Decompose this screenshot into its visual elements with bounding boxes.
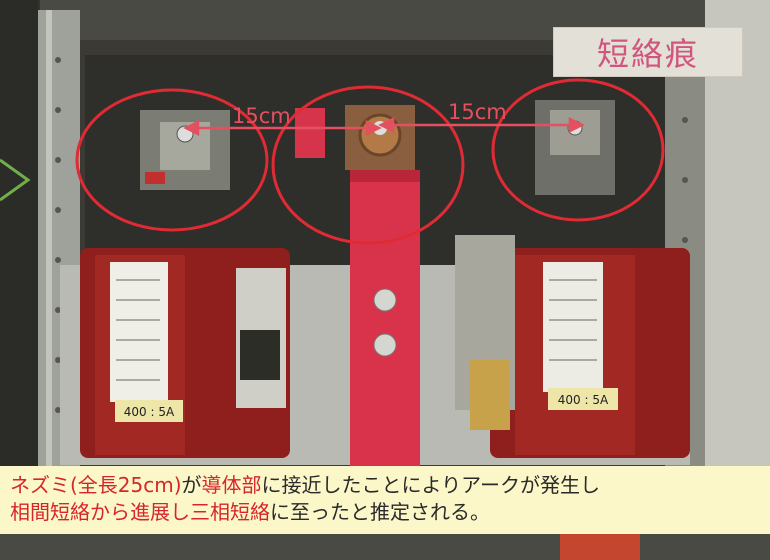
terminal-right: [535, 100, 615, 195]
caption-text: が: [181, 473, 202, 497]
caption-rat-length: ネズミ(全長25cm): [10, 473, 182, 497]
terminal-left: [140, 110, 230, 190]
current-transformer-left: 400 : 5A: [80, 248, 290, 458]
dimension-label-right: 15cm: [448, 100, 507, 124]
dimension-label-left: 15cm: [232, 104, 291, 128]
short-circuit-mark-right: [491, 78, 665, 222]
short-circuit-mark-center: [271, 85, 465, 245]
busbar: [350, 170, 420, 470]
green-arrow-icon: [0, 158, 31, 202]
caption-box: ネズミ(全長25cm)が導体部に接近したことによりアークが発生し 相間短絡から進…: [0, 466, 770, 534]
short-circuit-mark-left: [75, 88, 269, 232]
terminal-center: [295, 105, 415, 170]
ct-left-rating: 400 : 5A: [124, 405, 175, 419]
ct-right-rating: 400 : 5A: [558, 393, 609, 407]
caption-line-1: ネズミ(全長25cm)が導体部に接近したことによりアークが発生し: [10, 472, 770, 499]
current-transformer-right: 400 : 5A: [455, 235, 690, 458]
caption-conductor: 導体部: [201, 473, 262, 497]
caption-text: に接近したことによりアークが発生し: [261, 473, 600, 497]
short-circuit-trace-title: 短絡痕: [553, 27, 743, 77]
caption-line-2: 相間短絡から進展し三相短絡に至ったと推定される。: [10, 499, 770, 526]
caption-short-circuit: 相間短絡から進展し三相短絡: [10, 500, 270, 524]
caption-text: に至ったと推定される。: [270, 500, 490, 524]
